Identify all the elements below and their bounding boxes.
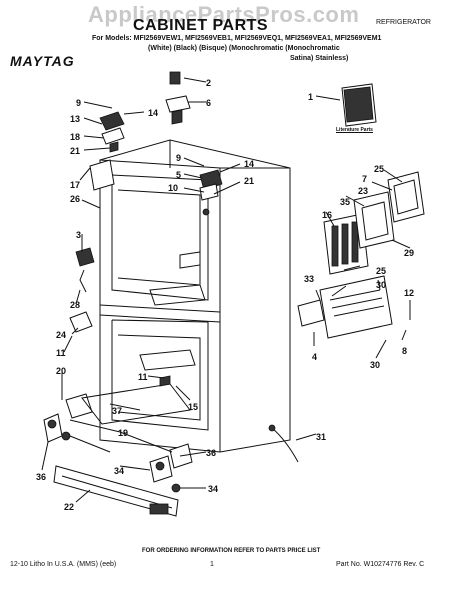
- callout-26: 26: [70, 194, 80, 204]
- bracket-left: [89, 159, 115, 191]
- bottom-bracket: [81, 375, 191, 425]
- callout-7: 7: [362, 174, 367, 184]
- top-hinge-left: [99, 111, 125, 153]
- page-title: CABINET PARTS: [133, 17, 269, 34]
- footer-litho: 12-10 Litho In U.S.A. (MMS) (eeb): [10, 561, 117, 568]
- model-colors-cont: Satina) Stainless): [290, 55, 349, 62]
- callout-20: 20: [56, 366, 66, 376]
- callout-16: 16: [322, 210, 332, 220]
- callout-numbers: 1 2 3 4 5 6 7 8 9 9 10 11 11 12 13 14 14…: [36, 78, 414, 512]
- callout-9b: 9: [176, 153, 181, 163]
- base-grille: [53, 465, 179, 517]
- leveling-roller-left: [43, 393, 93, 443]
- top-hinge-center: [165, 71, 191, 125]
- callout-29: 29: [404, 248, 414, 258]
- callout-10: 10: [168, 183, 178, 193]
- evaporator-fan-assembly: [323, 213, 369, 275]
- callout-19: 19: [118, 428, 128, 438]
- callout-21a: 21: [70, 146, 80, 156]
- water-tube: [268, 424, 299, 463]
- callout-15: 15: [188, 402, 198, 412]
- callout-23: 23: [358, 186, 368, 196]
- callout-35: 35: [340, 197, 350, 207]
- callout-28: 28: [70, 300, 80, 310]
- callout-24: 24: [56, 330, 66, 340]
- fan-shroud: [353, 191, 395, 249]
- callout-37: 37: [112, 406, 122, 416]
- brand-logo: MAYTAG: [10, 53, 75, 69]
- callout-17: 17: [70, 180, 80, 190]
- callout-34a: 34: [114, 466, 124, 476]
- literature-parts-label: Literature Parts: [336, 127, 373, 133]
- door-closer-left: [69, 247, 95, 333]
- callout-14a: 14: [148, 108, 158, 118]
- callout-22: 22: [64, 502, 74, 512]
- callout-34b: 34: [208, 484, 218, 494]
- callout-12: 12: [404, 288, 414, 298]
- models-list: For Models: MFI2569VEW1, MFI2569VEB1, MF…: [92, 35, 382, 42]
- literature-parts-booklet: [341, 83, 377, 127]
- leader-lines: [41, 77, 411, 503]
- callout-9a: 9: [76, 98, 81, 108]
- callout-6: 6: [206, 98, 211, 108]
- callout-8: 8: [402, 346, 407, 356]
- callout-1: 1: [308, 92, 313, 102]
- model-colors: (White) (Black) (Bisque) (Monochromatic …: [148, 45, 340, 52]
- callout-11a: 11: [56, 348, 66, 358]
- callout-13: 13: [70, 114, 80, 124]
- callout-30b: 30: [370, 360, 380, 370]
- callout-11b: 11: [138, 372, 148, 382]
- appliance-category: REFRIGERATOR: [376, 19, 431, 26]
- callout-30a: 30: [376, 280, 386, 290]
- callout-25b: 25: [376, 266, 386, 276]
- callout-14b: 14: [244, 159, 254, 169]
- callout-21b: 21: [244, 176, 254, 186]
- control-housing: [297, 275, 393, 339]
- ordering-note: FOR ORDERING INFORMATION REFER TO PARTS …: [142, 548, 321, 554]
- watermark: AppliancePartsPros.com: [88, 2, 360, 27]
- center-hinge: [199, 169, 223, 216]
- callout-31: 31: [316, 432, 326, 442]
- callout-3: 3: [76, 230, 81, 240]
- callout-25a: 25: [374, 164, 384, 174]
- callout-36a: 36: [36, 472, 46, 482]
- air-grille: [387, 171, 425, 223]
- callout-2: 2: [206, 78, 211, 88]
- footer-page-number: 1: [210, 561, 214, 568]
- callout-5: 5: [176, 170, 181, 180]
- footer-part-number: Part No. W10274776 Rev. C: [336, 561, 425, 568]
- callout-33: 33: [304, 274, 314, 284]
- callout-36b: 36: [206, 448, 216, 458]
- callout-18: 18: [70, 132, 80, 142]
- callout-4: 4: [312, 352, 317, 362]
- cabinet-body: [99, 139, 291, 453]
